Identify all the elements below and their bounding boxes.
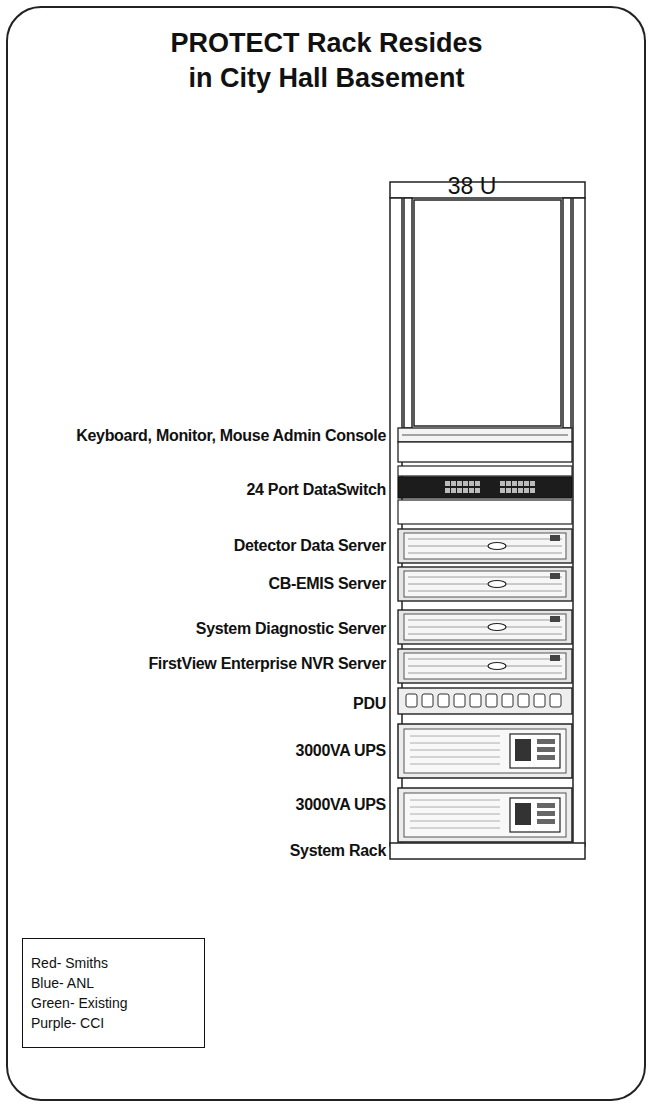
equipment-label: Keyboard, Monitor, Mouse Admin Console <box>76 426 386 446</box>
pdu-outlet <box>470 694 481 707</box>
pdu-unit <box>398 688 572 714</box>
equipment-label: 24 Port DataSwitch <box>246 480 386 500</box>
switch-port <box>512 488 517 493</box>
switch-port <box>506 488 511 493</box>
switch-port <box>457 481 462 486</box>
rack-frame <box>390 182 585 859</box>
switch-port <box>475 481 480 486</box>
switch-port <box>445 481 450 486</box>
switch-port <box>457 488 462 493</box>
switch-port <box>451 481 456 486</box>
switch-port <box>463 481 468 486</box>
pdu-outlet <box>406 694 417 707</box>
ups-unit <box>398 724 572 778</box>
switch-port <box>500 488 505 493</box>
switch-port <box>475 488 480 493</box>
equipment-label: System Diagnostic Server <box>196 619 386 639</box>
switch-port <box>451 488 456 493</box>
pdu-outlet <box>534 694 545 707</box>
server-unit <box>398 649 572 683</box>
server-unit <box>398 529 572 563</box>
rack-rail <box>404 198 412 428</box>
pdu-outlet <box>550 694 561 707</box>
switch-port <box>469 488 474 493</box>
switch-port <box>518 481 523 486</box>
equipment-label: 3000VA UPS <box>296 795 386 815</box>
switch-port <box>530 481 535 486</box>
diagram-title: PROTECT Rack Resides in City Hall Baseme… <box>40 26 613 96</box>
pdu-outlet <box>518 694 529 707</box>
data-switch <box>398 466 572 524</box>
switch-port <box>524 488 529 493</box>
switch-port <box>518 488 523 493</box>
legend-text: Red- Smiths <box>31 953 194 973</box>
equipment-label: PDU <box>353 694 386 714</box>
server-unit <box>398 610 572 644</box>
equipment-label: CB-EMIS Server <box>268 574 386 594</box>
pdu-outlet <box>502 694 513 707</box>
pdu-outlet <box>422 694 433 707</box>
page-frame <box>7 7 645 1100</box>
ups-unit <box>398 788 572 842</box>
pdu-outlet <box>438 694 449 707</box>
legend-text: Blue- ANL <box>31 973 194 993</box>
rack-rail <box>563 198 571 428</box>
switch-port <box>512 481 517 486</box>
equipment-label: 3000VA UPS <box>296 741 386 761</box>
pdu-outlet <box>454 694 465 707</box>
server-units <box>398 529 572 683</box>
ups-units <box>398 724 572 842</box>
rack-size: 38 U <box>448 172 497 200</box>
rack-post <box>573 198 585 846</box>
equipment-label: FirstView Enterprise NVR Server <box>148 654 386 674</box>
switch-port <box>524 481 529 486</box>
equipment-label: System Rack <box>290 841 386 861</box>
equipment-label: Detector Data Server <box>234 536 386 556</box>
switch-port <box>500 481 505 486</box>
switch-port <box>530 488 535 493</box>
switch-port <box>463 488 468 493</box>
empty-space <box>414 200 561 426</box>
switch-port <box>506 481 511 486</box>
legend-text: Green- Existing <box>31 993 194 1013</box>
legend-text: Purple- CCI <box>31 1013 194 1033</box>
pdu-outlet <box>486 694 497 707</box>
kvm-console <box>398 428 572 462</box>
switch-port <box>445 488 450 493</box>
switch-port <box>469 481 474 486</box>
legend-box: Red- SmithsBlue- ANLGreen- ExistingPurpl… <box>22 938 205 1048</box>
rack-base <box>390 843 585 859</box>
server-unit <box>398 567 572 601</box>
